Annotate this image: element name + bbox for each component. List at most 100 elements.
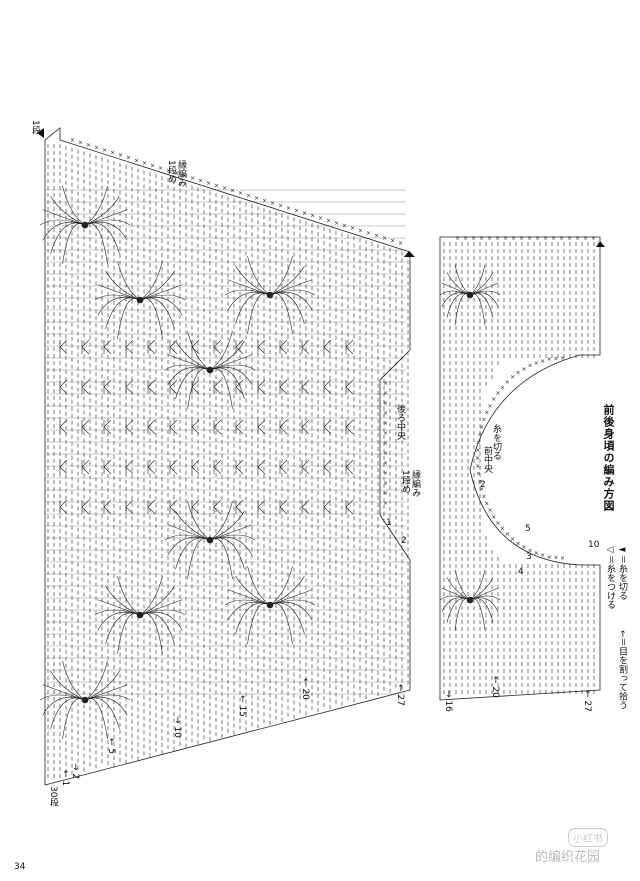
cluster-stitch — [301, 379, 310, 395]
edging-x: × — [358, 228, 363, 235]
cluster-stitch — [257, 459, 266, 475]
fan-stitch — [97, 611, 141, 631]
motif-center — [206, 366, 214, 374]
back-panel-edging-x: ××××××××××××××××××××××××××××××××××××××××… — [70, 137, 403, 507]
motif-center — [81, 221, 89, 229]
cluster-stitch — [345, 459, 354, 475]
fan-stitch — [139, 298, 163, 340]
motif-center — [81, 696, 89, 704]
fan-stitch — [187, 538, 211, 580]
fan-stitch — [235, 292, 271, 325]
edging-x: × — [118, 152, 123, 159]
cluster-stitch — [213, 419, 222, 435]
cluster-stitch — [103, 419, 112, 435]
fan-stitch — [235, 602, 271, 635]
fan-stitch — [175, 367, 211, 400]
cluster-stitch — [147, 339, 156, 355]
cluster-stitch — [103, 499, 112, 515]
cluster-stitch — [59, 339, 68, 355]
edging-x: × — [383, 440, 388, 447]
fan-stitch — [269, 602, 305, 635]
edging-x: × — [270, 200, 275, 207]
cluster-stitch — [279, 459, 288, 475]
edging-x: × — [383, 500, 388, 507]
fan-stitch — [105, 612, 141, 645]
cluster-stitch — [125, 379, 134, 395]
cluster-stitch — [169, 419, 178, 435]
cluster-stitch — [235, 459, 244, 475]
cluster-stitch — [81, 419, 90, 435]
edging-x: × — [383, 380, 388, 387]
cluster-stitch — [279, 339, 288, 355]
fan-stitch — [84, 221, 128, 241]
fan-stitch — [247, 293, 271, 335]
fan-stitch — [84, 697, 120, 730]
cluster-stitch — [59, 459, 68, 475]
edging-x: × — [246, 192, 251, 199]
cluster-stitch — [147, 499, 156, 515]
fan-stitch — [42, 221, 86, 241]
edging-x: × — [230, 187, 235, 194]
cluster-stitch — [169, 459, 178, 475]
cluster-stitch — [235, 419, 244, 435]
edging-x: × — [262, 197, 267, 204]
edging-x: × — [94, 145, 99, 152]
edging-x: × — [350, 225, 355, 232]
back-panel-motifs — [39, 185, 354, 740]
cluster-stitch — [235, 499, 244, 515]
cluster-stitch — [323, 379, 332, 395]
fan-stitch — [50, 697, 86, 730]
cluster-stitch — [191, 419, 200, 435]
motif-center — [266, 601, 274, 609]
cluster-stitch — [213, 499, 222, 515]
cluster-stitch — [59, 379, 68, 395]
fan-stitch — [209, 537, 245, 570]
fan-stitch — [175, 537, 211, 570]
cluster-stitch — [81, 499, 90, 515]
cluster-stitch — [81, 339, 90, 355]
edging-x: × — [374, 233, 379, 240]
edging-x: × — [158, 165, 163, 172]
fan-stitch — [139, 297, 175, 330]
fan-stitch — [117, 613, 141, 655]
cluster-stitch — [125, 419, 134, 435]
fan-stitch — [209, 368, 233, 410]
fan-stitch — [84, 222, 120, 255]
cluster-stitch — [213, 379, 222, 395]
fan-stitch — [50, 222, 86, 255]
edging-x: × — [190, 175, 195, 182]
edging-x: × — [318, 215, 323, 222]
edging-x: × — [383, 470, 388, 477]
edging-x: × — [310, 213, 315, 220]
edging-x: × — [198, 177, 203, 184]
edging-x: × — [342, 223, 347, 230]
edging-x: × — [383, 400, 388, 407]
cluster-stitch — [323, 419, 332, 435]
edging-x: × — [334, 220, 339, 227]
fan-stitch — [269, 292, 305, 325]
fan-stitch — [269, 293, 293, 335]
edging-x: × — [254, 195, 259, 202]
back-panel-border — [44, 127, 411, 786]
cluster-stitch — [191, 339, 200, 355]
edging-x: × — [383, 390, 388, 397]
edging-x: × — [383, 420, 388, 427]
cluster-stitch — [213, 459, 222, 475]
motif-center — [206, 536, 214, 544]
fan-stitch — [97, 296, 141, 316]
fan-stitch — [84, 223, 108, 265]
cluster-stitch — [323, 339, 332, 355]
cluster-stitch — [257, 339, 266, 355]
edging-x: × — [382, 235, 387, 242]
edging-x: × — [383, 480, 388, 487]
cluster-stitch — [301, 499, 310, 515]
edging-x: × — [126, 155, 131, 162]
cluster-stitch — [125, 339, 134, 355]
cluster-stitch — [235, 339, 244, 355]
fan-stitch — [117, 298, 141, 340]
edging-x: × — [86, 142, 91, 149]
fan-stitch — [105, 297, 141, 330]
cluster-stitch — [345, 339, 354, 355]
cluster-stitch — [147, 379, 156, 395]
back-panel-outline — [44, 127, 411, 786]
